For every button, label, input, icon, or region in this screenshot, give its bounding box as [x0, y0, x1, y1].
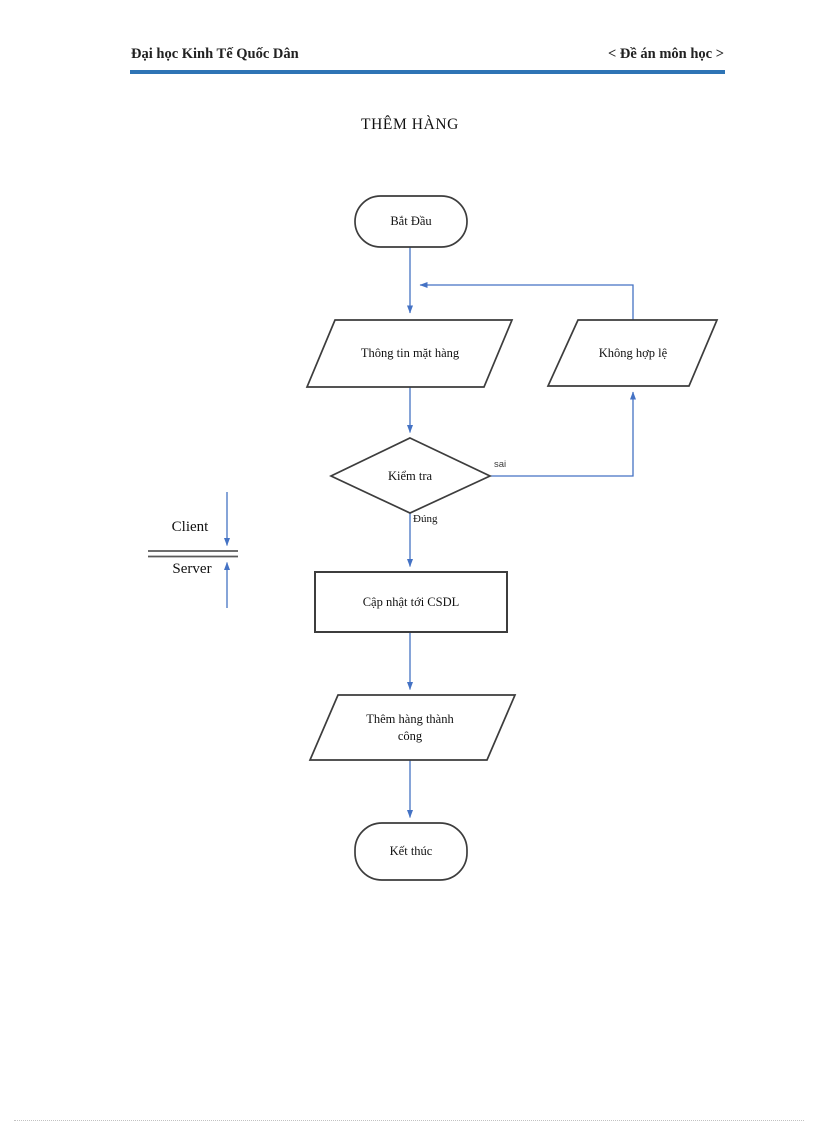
io-input-shape: [305, 319, 514, 388]
header-rule: [130, 70, 725, 74]
process-label: Cập nhật tới CSDL: [362, 594, 460, 609]
terminator-start-label: Bắt Đầu: [390, 214, 432, 229]
terminator-end-label: Kết thúc: [389, 844, 433, 859]
connector-invalid-loopback: [419, 282, 634, 320]
io-invalid-label: Không hợp lệ: [598, 345, 668, 360]
page-bottom-dotted-rule: [14, 1120, 804, 1121]
io-input-label: Thông tin mặt hàng: [360, 345, 460, 360]
io-success-label: Thêm hàng thành công: [366, 711, 454, 743]
io-invalid-shape: [546, 319, 719, 387]
page-title: THÊM HÀNG: [361, 116, 459, 133]
terminator-start-shape: [354, 195, 468, 248]
decision-shape: [329, 437, 493, 514]
header-right-text: < Đề án môn học >: [607, 46, 724, 62]
terminator-end-shape: [354, 822, 468, 881]
lane-client-label: Client: [171, 519, 209, 535]
branch-true-label: Đúng: [413, 513, 438, 525]
connector-sai-branch: [490, 391, 636, 477]
process-shape: [314, 571, 508, 633]
io-success-shape: [308, 694, 517, 761]
branch-false-label: sai: [494, 459, 507, 470]
decision-label: Kiểm tra: [387, 468, 433, 483]
lane-server-label: Server: [172, 561, 212, 577]
header-left-text: Đại học Kinh Tế Quốc Dân: [131, 46, 299, 62]
